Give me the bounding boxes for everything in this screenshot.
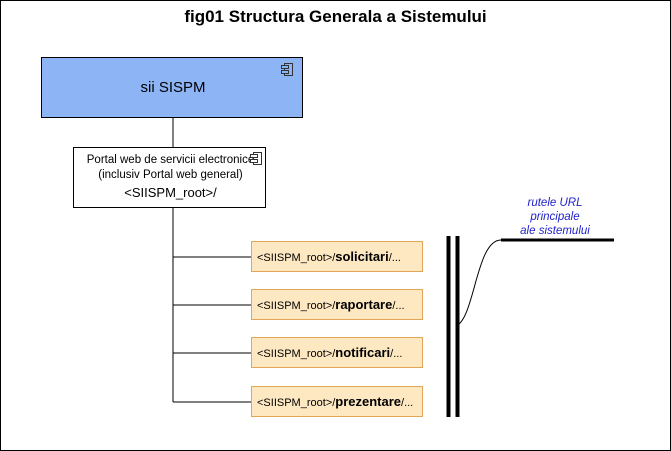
route-segment: notificari	[335, 345, 391, 360]
component-icon	[281, 63, 293, 76]
portal-line-2: (inclusiv Portal web general)	[98, 169, 243, 181]
route-suffix: /...	[392, 300, 405, 312]
route-segment: prezentare	[335, 394, 402, 409]
route-prefix: <SIISPM_root>/	[257, 348, 336, 360]
route-suffix: /...	[388, 252, 401, 264]
routes-note: rutele URL principale ale sistemului	[500, 196, 610, 238]
portal-root-label: <SIISPM_root>/	[124, 185, 217, 200]
route-prefix: <SIISPM_root>/	[257, 252, 336, 264]
note-line-1: rutele URL	[527, 197, 583, 209]
note-line-2: principale	[530, 211, 580, 223]
route-prefix: <SIISPM_root>/	[257, 300, 336, 312]
system-box-label: sii SISPM	[140, 79, 206, 96]
route-prefix: <SIISPM_root>/	[257, 397, 336, 409]
route-segment: solicitari	[335, 249, 389, 264]
route-suffix: /...	[401, 397, 414, 409]
component-icon	[250, 152, 262, 165]
route-segment: raportare	[335, 297, 393, 312]
note-line-3: ale sistemului	[520, 225, 590, 237]
diagram-title: fig01 Structura Generala a Sistemului	[184, 7, 487, 26]
route-box-prezentare: <SIISPM_root>/prezentare/...	[251, 386, 423, 417]
system-box: sii SISPM	[41, 57, 303, 118]
route-box-solicitari: <SIISPM_root>/solicitari/...	[251, 241, 423, 272]
route-box-notificari: <SIISPM_root>/notificari/...	[251, 337, 423, 368]
route-box-raportare: <SIISPM_root>/raportare/...	[251, 289, 423, 320]
note-connector-curve	[455, 239, 502, 327]
portal-box: Portal web de servicii electronice (incl…	[73, 147, 266, 208]
portal-line-1: Portal web de servicii electronice	[86, 154, 255, 166]
route-suffix: /...	[390, 348, 403, 360]
